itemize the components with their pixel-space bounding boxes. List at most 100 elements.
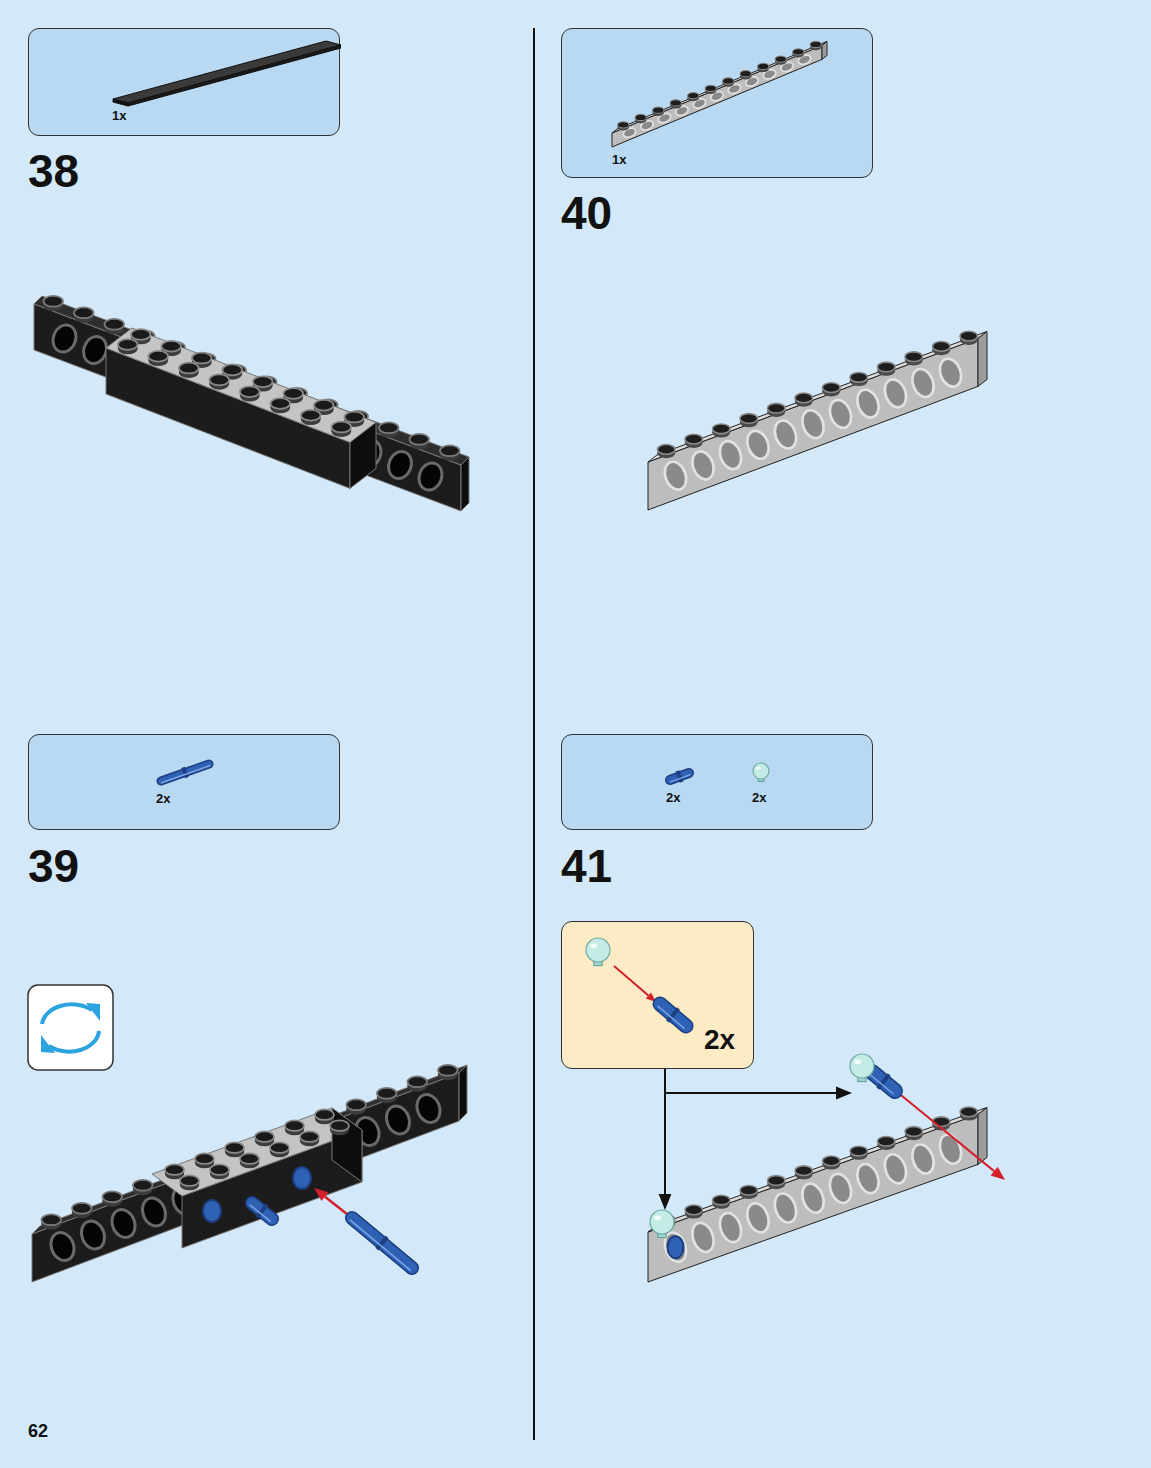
rotate-icon [41, 1035, 55, 1053]
part-picture [562, 735, 874, 831]
technic-pin [872, 1072, 895, 1091]
technic-pin [352, 1218, 412, 1268]
drawing [877, 362, 895, 372]
drawing [415, 460, 445, 494]
drawing [793, 49, 804, 55]
drawing [740, 1185, 758, 1195]
part-picture [29, 735, 341, 831]
drawing [740, 414, 758, 424]
drawing [180, 1175, 199, 1186]
drawing [854, 1161, 883, 1196]
technic-pin [161, 764, 209, 781]
technic-pin [872, 1072, 895, 1091]
drawing [407, 1076, 427, 1087]
drawing [905, 1127, 923, 1137]
part-count: 1x [612, 153, 626, 166]
drawing [131, 329, 151, 340]
light-dome [756, 767, 761, 770]
drawing [113, 99, 128, 106]
assembly-arrow [664, 1069, 666, 1194]
technic-pin [252, 1203, 272, 1219]
drawing [826, 397, 855, 431]
technic-pin [161, 764, 209, 781]
drawing [346, 1099, 366, 1110]
parts-callout: 1x [28, 28, 340, 136]
drawing [461, 457, 469, 511]
rotate-icon [49, 1031, 99, 1052]
drawing [635, 114, 646, 120]
drawing [767, 1176, 785, 1186]
drawing [744, 428, 773, 462]
drawing [74, 307, 94, 318]
drawing [822, 383, 840, 393]
technic-pin [350, 1220, 410, 1270]
rotate-icon [28, 985, 113, 1070]
light-dome [650, 1210, 674, 1234]
drawing [960, 331, 978, 341]
drawing [909, 366, 938, 400]
assembly-arrow [614, 966, 648, 995]
drawing [34, 304, 461, 511]
drawing [270, 398, 290, 409]
drawing [379, 422, 399, 433]
drawing [905, 352, 923, 362]
drawing [740, 71, 751, 77]
drawing [618, 122, 629, 128]
subassembly-callout: 2x [561, 921, 754, 1069]
drawing [225, 1142, 244, 1153]
technic-pin [380, 1242, 383, 1245]
drawing [41, 1214, 61, 1225]
drawing [881, 1151, 910, 1186]
technic-pin [870, 1074, 893, 1093]
drawing [78, 1218, 109, 1253]
arrow-head [991, 1167, 1005, 1180]
drawing [850, 1146, 868, 1156]
column-divider [533, 28, 535, 1440]
drawing [106, 348, 350, 488]
drawing [936, 356, 965, 390]
drawing [253, 376, 273, 387]
technic-pin [183, 772, 187, 773]
drawing [300, 1131, 319, 1142]
drawing [330, 1120, 349, 1131]
drawing [301, 410, 321, 421]
step-39-model [32, 1065, 467, 1282]
arrow-head [659, 1194, 672, 1210]
drawing [771, 418, 800, 452]
drawing [43, 296, 63, 307]
drawing [332, 1108, 362, 1182]
technic-pin [250, 1205, 270, 1221]
drawing [108, 1206, 139, 1241]
arrow-head [314, 1188, 329, 1201]
light-dome [850, 1054, 874, 1078]
step-number: 40 [561, 190, 612, 236]
drawing [612, 41, 827, 133]
drawing [179, 363, 199, 374]
drawing [72, 1203, 92, 1214]
light-dome [854, 1059, 861, 1064]
drawing [383, 1103, 414, 1138]
drawing [148, 351, 168, 362]
drawing [716, 1210, 745, 1245]
step-40-model [648, 331, 987, 510]
drawing [932, 1117, 950, 1127]
drawing [240, 386, 260, 397]
drawing [139, 1195, 170, 1230]
drawing [128, 45, 341, 106]
drawing [413, 1091, 444, 1126]
part-count: 2x [752, 791, 766, 804]
drawing [936, 1132, 965, 1167]
drawing [438, 1065, 458, 1076]
light-dome [654, 1215, 661, 1220]
drawing [255, 1131, 274, 1142]
drawing [459, 1065, 467, 1121]
drawing [270, 1142, 289, 1153]
technic-pin [660, 1004, 686, 1026]
drawing [712, 424, 730, 434]
drawing [978, 331, 987, 386]
drawing [771, 1191, 800, 1226]
drawing [826, 1171, 855, 1206]
drawing [909, 1142, 938, 1177]
technic-pin [660, 1004, 686, 1026]
